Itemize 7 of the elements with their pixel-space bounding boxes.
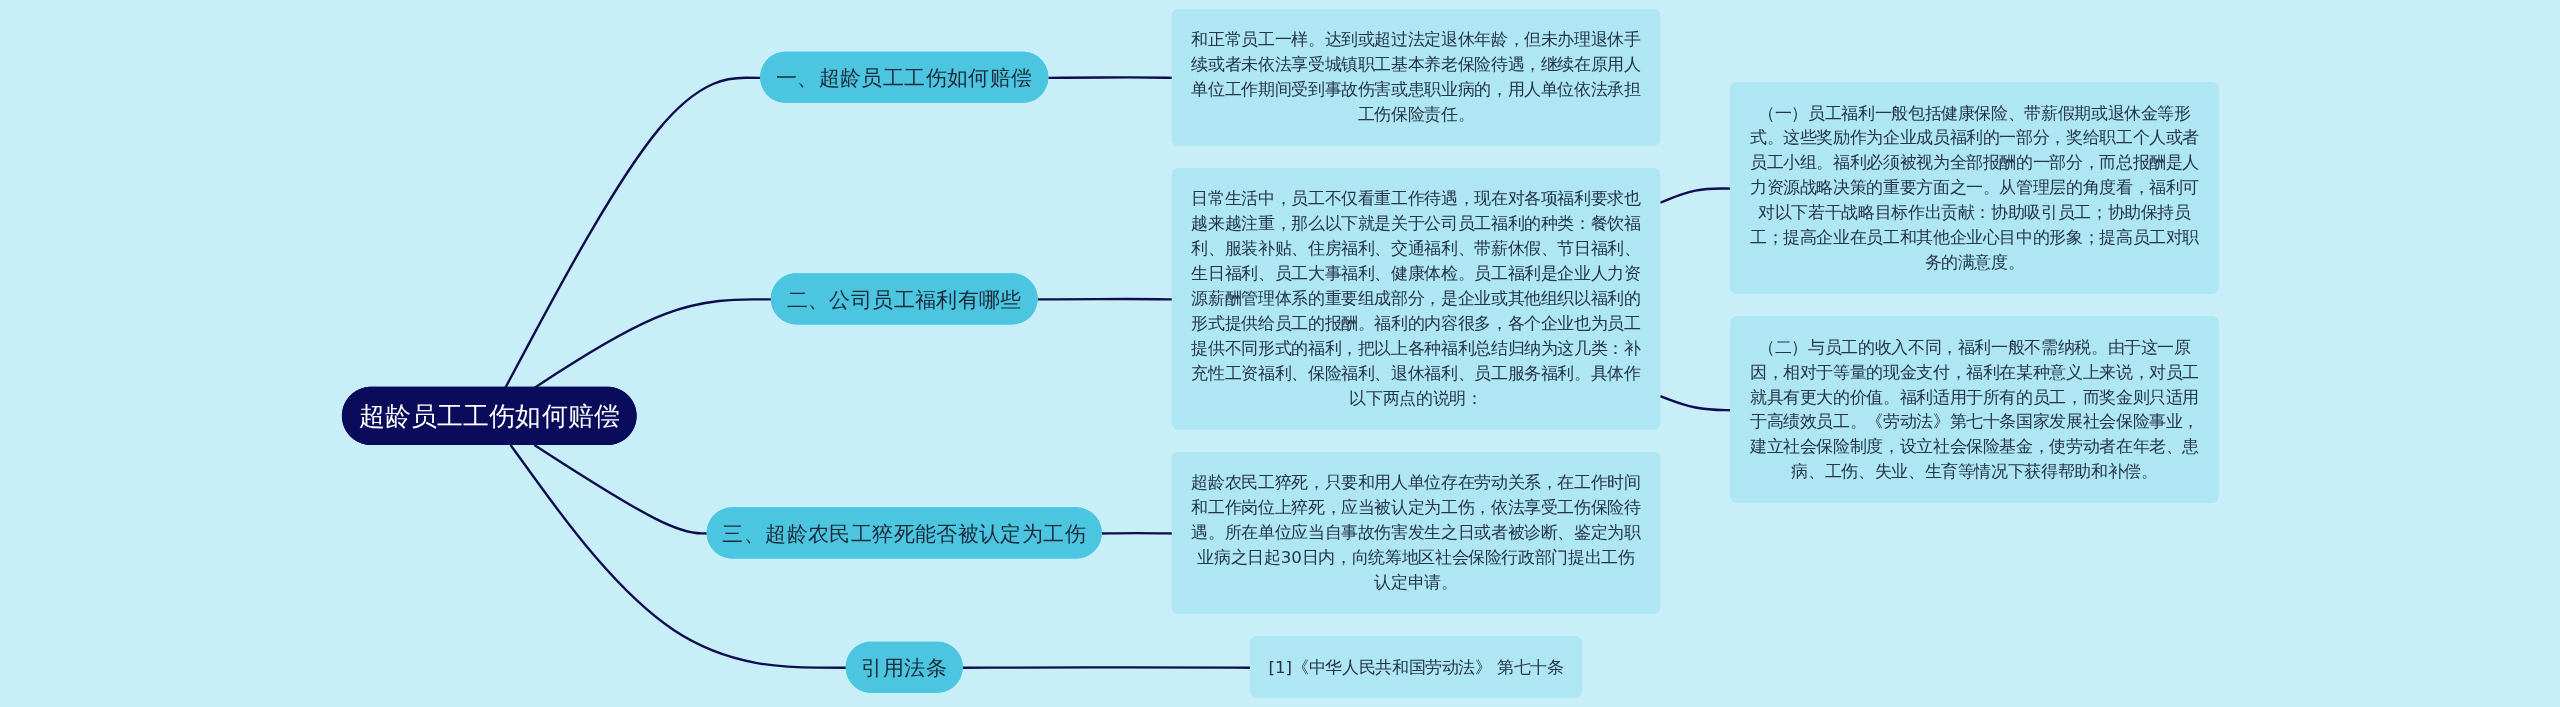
connector [1037, 297, 1173, 301]
connector [962, 666, 1251, 669]
connector [1047, 76, 1173, 79]
connector [509, 444, 847, 669]
connector [533, 443, 708, 535]
connector [533, 298, 772, 389]
connector [1101, 531, 1173, 535]
